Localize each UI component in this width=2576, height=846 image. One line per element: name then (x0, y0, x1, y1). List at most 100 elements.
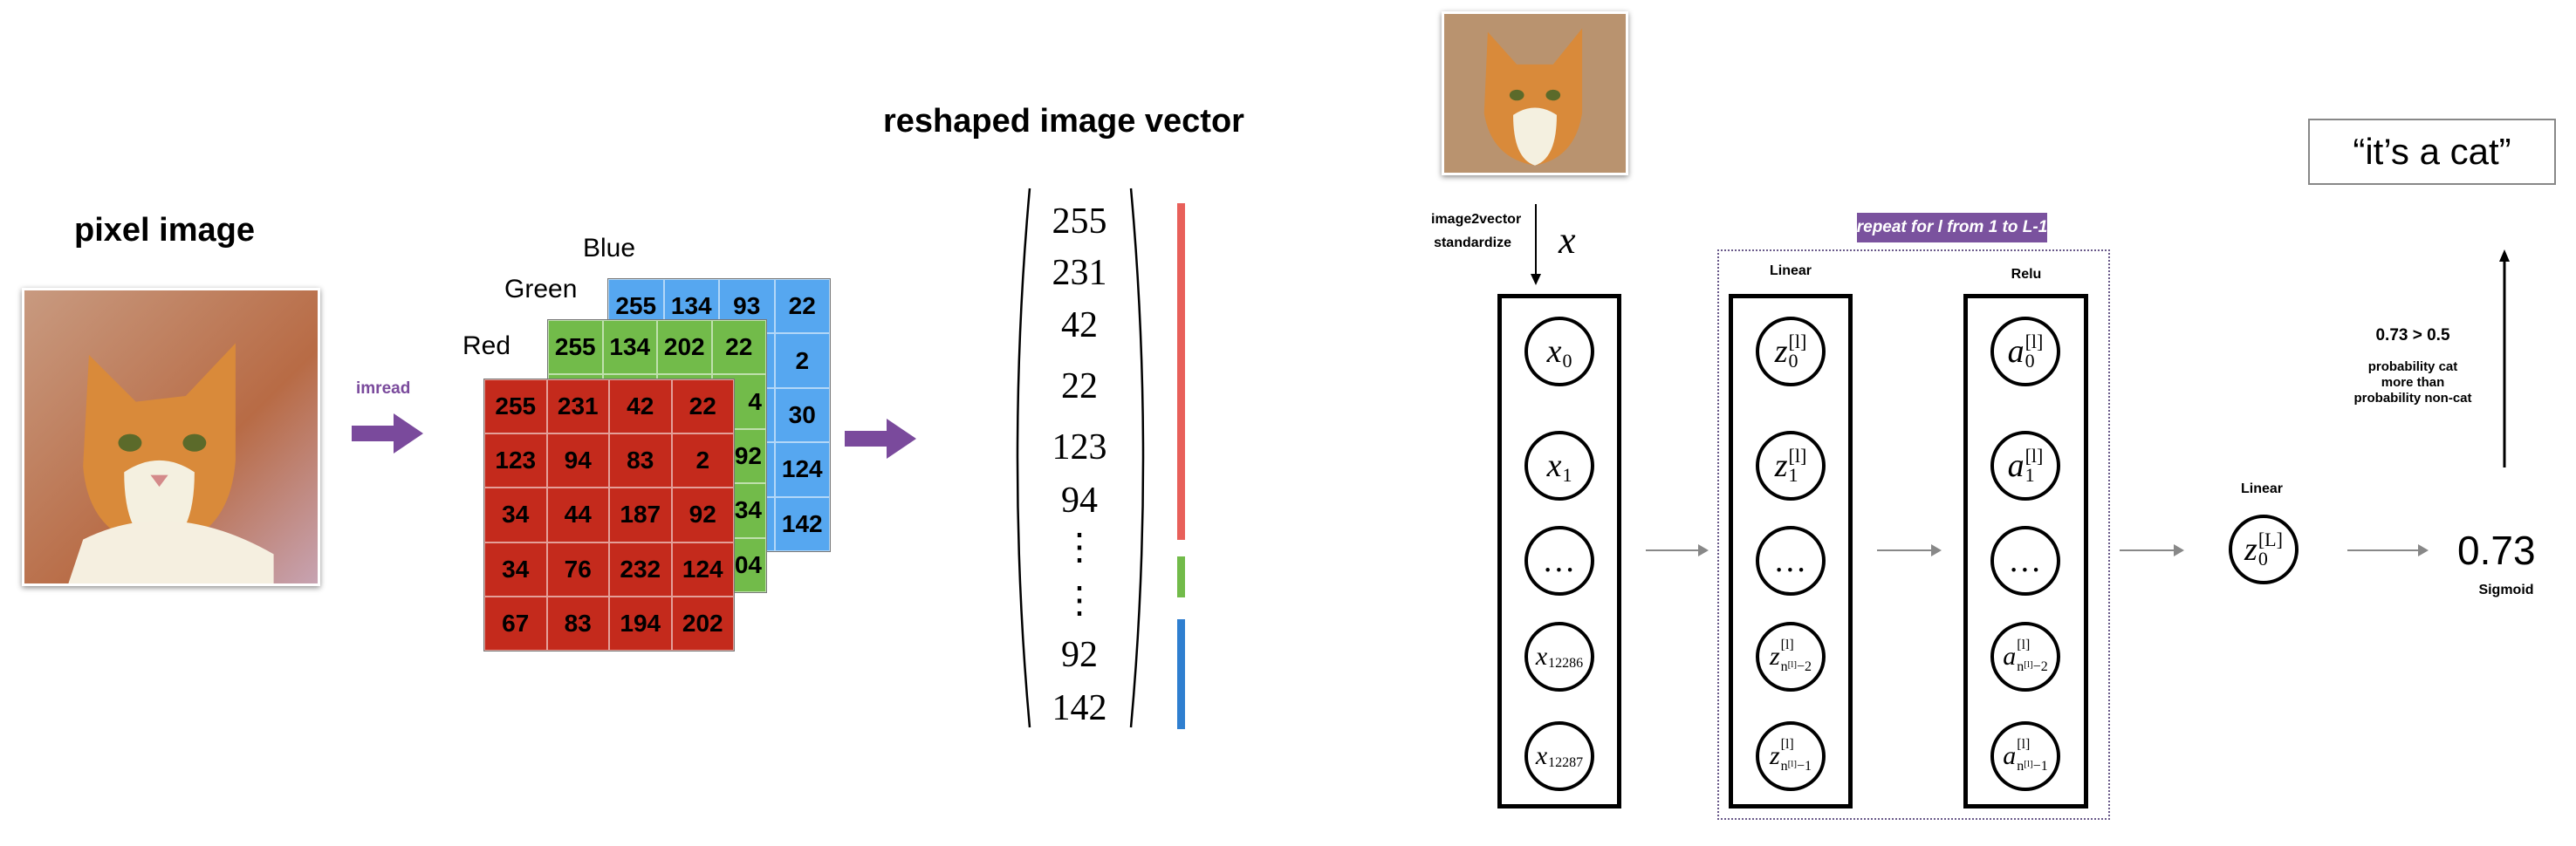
neuron-node: a[l]n[l]−2 (1990, 622, 2060, 692)
explanation-line: probability non-cat (2353, 391, 2472, 406)
linear-to-relu-arrow (1877, 544, 1942, 556)
pixel-value-cell: 44 (546, 488, 609, 542)
pixel-value-cell: 123 (484, 433, 547, 488)
green-segment-bar (1177, 556, 1185, 597)
pixel-value-cell: 194 (609, 596, 672, 651)
pixel-value-cell: 142 (774, 496, 830, 551)
repeat-label: repeat for l from 1 to L-1 (1857, 213, 2047, 242)
explanation: probability cat more than probability no… (2339, 359, 2487, 406)
pixel-value-cell: 255 (608, 279, 664, 334)
up-arrow-icon (2499, 249, 2510, 467)
cat-image-icon (1444, 14, 1626, 173)
neuron-node: z[l]1 (1756, 431, 1826, 501)
pixel-value-cell: 2 (671, 433, 734, 488)
neuron-node: z[L]0 (2229, 515, 2299, 584)
blue-segment-bar (1177, 619, 1185, 729)
red-segment-bar (1177, 203, 1185, 540)
vector-value: ⋮ (1061, 581, 1098, 621)
neuron-node: z[l]n[l]−2 (1756, 622, 1826, 692)
pixel-value-cell: 83 (546, 596, 609, 651)
red-channel-label: Red (462, 331, 511, 360)
pixel-value-cell: 04 (711, 537, 766, 592)
neuron-node: x 12286 (1524, 622, 1594, 692)
input-layer-box (1497, 294, 1621, 808)
vector-value: 42 (1061, 305, 1098, 345)
relu-to-final-arrow (2120, 544, 2184, 556)
standardize-label: standardize (1434, 235, 1511, 250)
repeat-loop-region (1717, 249, 2110, 820)
pixel-value-cell: 42 (609, 379, 672, 434)
vector-value: ⋮ (1061, 528, 1098, 568)
x-input-symbol: x (1559, 219, 1576, 262)
neuron-node: … (1756, 526, 1826, 596)
neuron-node: a[l]n[l]−1 (1990, 721, 2060, 791)
neuron-node: x 12287 (1524, 721, 1594, 791)
pixel-value-cell: 22 (671, 379, 734, 434)
reshape-arrow-icon (845, 419, 916, 459)
explanation-line: more than (2381, 375, 2445, 390)
vector-value: 142 (1052, 688, 1107, 728)
relu-layer-label: Relu (2011, 267, 2042, 282)
neuron-node: x 0 (1524, 317, 1594, 386)
pixel-value-cell: 34 (711, 483, 766, 538)
vector-parentheses-icon (1016, 188, 1145, 728)
pixel-value-cell: 124 (671, 542, 734, 597)
pixel-value-cell: 232 (609, 542, 672, 597)
neuron-node: … (1524, 526, 1594, 596)
pixel-value-cell: 202 (657, 320, 712, 375)
vector-title: reshaped image vector (883, 103, 1244, 140)
vector-value: 22 (1061, 366, 1098, 406)
pixel-value-cell: 34 (484, 542, 547, 597)
pixel-value-cell: 76 (546, 542, 609, 597)
vector-value: 231 (1052, 253, 1107, 293)
pixel-value-cell: 231 (546, 379, 609, 434)
green-channel-label: Green (504, 275, 578, 304)
cat-image-icon (24, 290, 318, 583)
pixel-value-cell: 22 (774, 279, 830, 334)
neuron-node: x 1 (1524, 431, 1594, 501)
linear-layer-label: Linear (1769, 263, 1812, 278)
pixel-value-cell: 94 (546, 433, 609, 488)
input-to-linear-arrow (1646, 544, 1709, 556)
final-to-output-arrow (2347, 544, 2429, 556)
imread-arrow-icon (352, 413, 423, 454)
threshold-comparison: 0.73 > 0.5 (2375, 326, 2450, 345)
pixel-value-cell: 34 (484, 488, 547, 542)
neuron-node: z[l]0 (1756, 317, 1826, 386)
prediction-result-box: “it’s a cat” (2308, 119, 2556, 185)
cat-photo (22, 288, 320, 586)
relu-layer-box (1963, 294, 2088, 808)
vector-value: 94 (1061, 481, 1098, 521)
down-arrow-icon (1531, 204, 1541, 285)
neuron-node: a[l]1 (1990, 431, 2060, 501)
vector-value: 123 (1052, 427, 1107, 467)
pixel-value-cell: 83 (609, 433, 672, 488)
pixel-value-cell: 2 (774, 333, 830, 388)
pixel-value-cell: 255 (484, 379, 547, 434)
neuron-node: z[l]n[l]−1 (1756, 721, 1826, 791)
vector-value: 255 (1052, 201, 1107, 242)
pixel-value-cell: 202 (671, 596, 734, 651)
pixel-value-cell: 124 (774, 442, 830, 497)
linear-layer-box (1729, 294, 1853, 808)
explanation-line: probability cat (2367, 359, 2458, 374)
pixel-value-cell: 92 (671, 488, 734, 542)
blue-channel-label: Blue (583, 234, 636, 263)
pixel-value-cell: 22 (711, 320, 766, 375)
neuron-node: … (1990, 526, 2060, 596)
neuron-node: a[l]0 (1990, 317, 2060, 386)
pixel-value-cell: 30 (774, 387, 830, 443)
sigmoid-label: Sigmoid (2478, 583, 2534, 597)
pixel-value-cell: 255 (548, 320, 603, 375)
vector-value: 92 (1061, 635, 1098, 675)
pixel-value-cell: 67 (484, 596, 547, 651)
pixel-value-cell: 187 (609, 488, 672, 542)
image2vector-label: image2vector (1431, 212, 1522, 227)
cat-thumbnail (1442, 11, 1628, 175)
final-linear-label: Linear (2240, 481, 2283, 496)
imread-label: imread (356, 379, 411, 398)
pixel-value-cell: 134 (602, 320, 657, 375)
pixel-image-title: pixel image (74, 212, 255, 249)
output-value: 0.73 (2457, 528, 2536, 573)
